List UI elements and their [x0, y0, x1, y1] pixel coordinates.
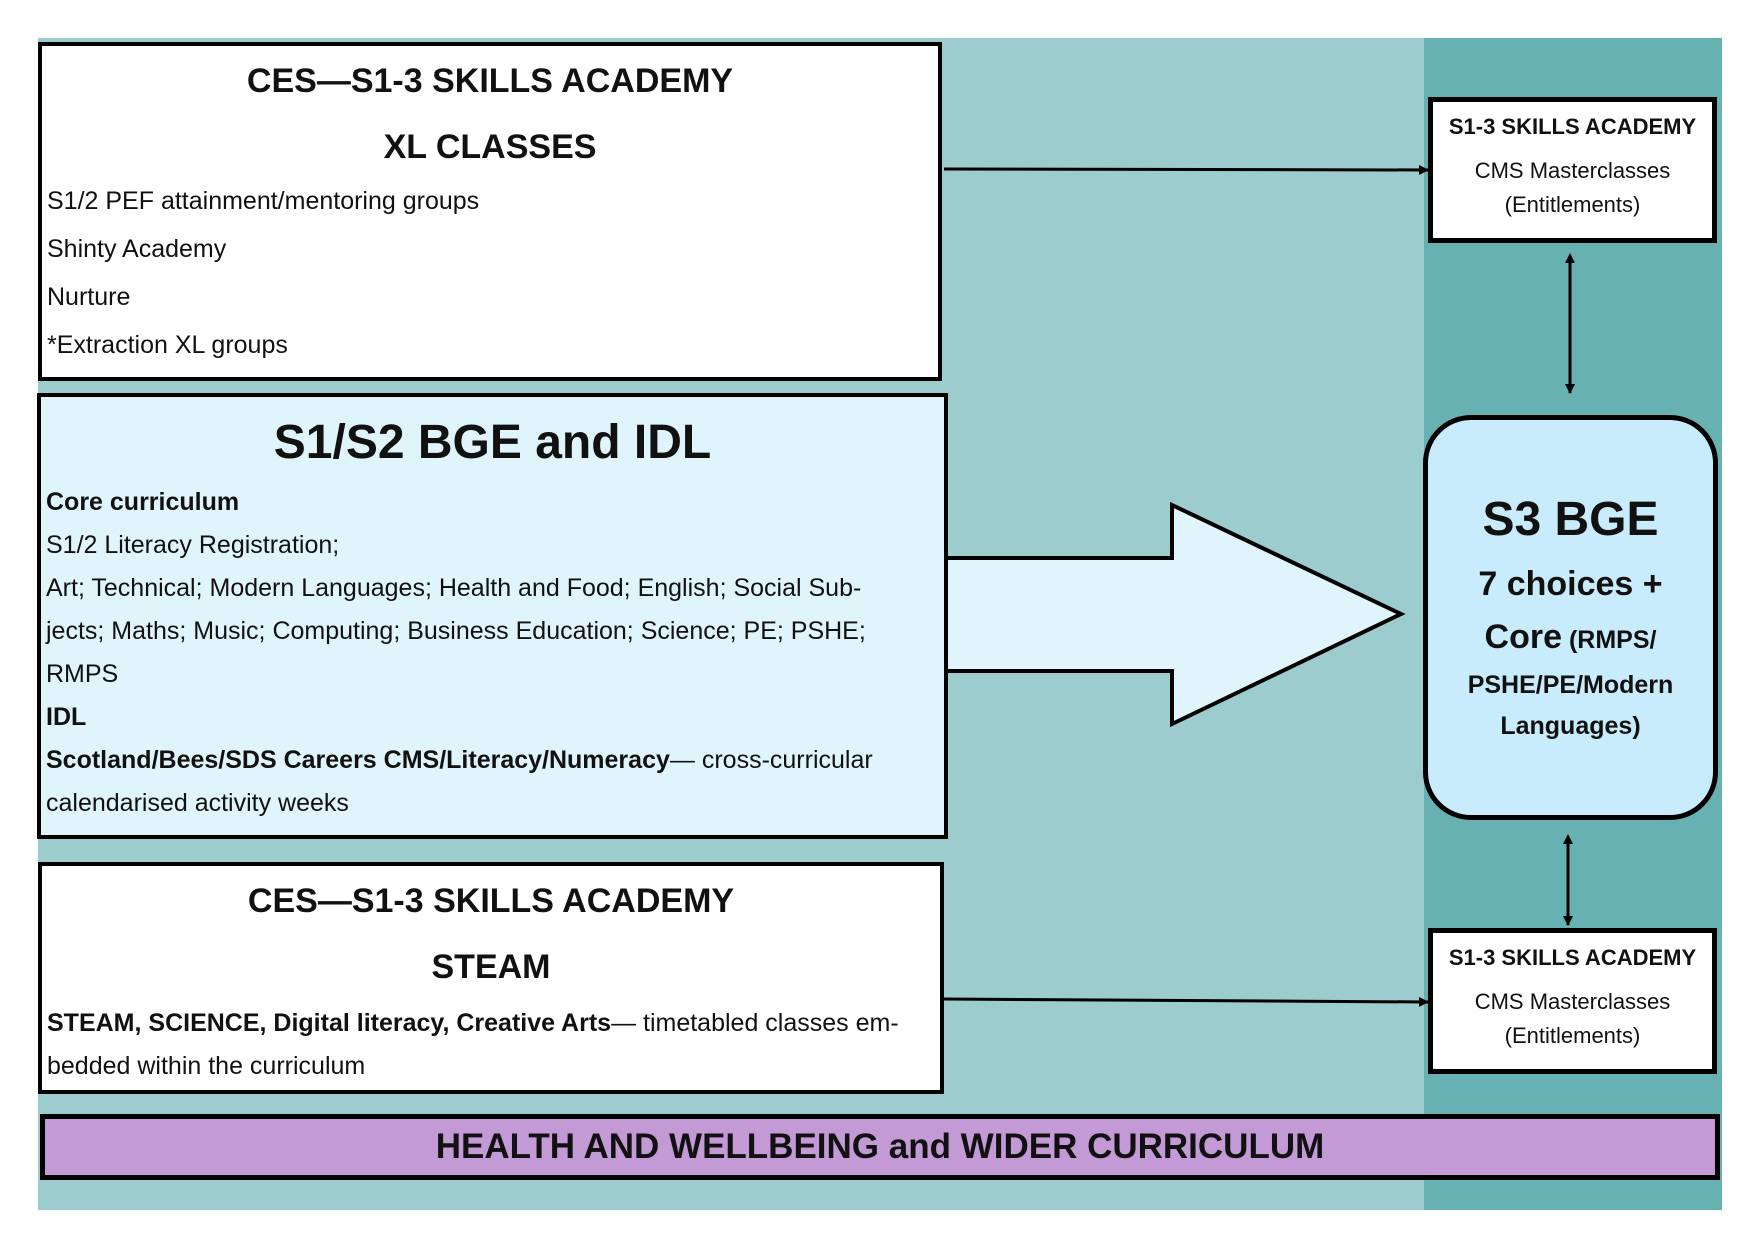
- core-line-subjects-1: Art; Technical; Modern Languages; Health…: [46, 574, 862, 602]
- steam-box-title: CES—S1-3 SKILLS ACADEMY: [247, 882, 735, 920]
- s3-core-small: (RMPS/: [1562, 626, 1657, 654]
- s3-title: S3 BGE: [1482, 493, 1659, 546]
- steam-box: CES—S1-3 SKILLS ACADEMY STEAM STEAM, SCI…: [38, 862, 944, 1094]
- top-right-title: S1-3 SKILLS ACADEMY: [1448, 114, 1697, 139]
- xl-box-subtitle: XL CLASSES: [383, 128, 597, 166]
- big-right-arrow: [944, 501, 1406, 728]
- idl-heading: IDL: [46, 703, 87, 731]
- s3-core-big: Core: [1484, 618, 1562, 656]
- s3-bge-box: S3 BGE 7 choices + Core (RMPS/ PSHE/PE/M…: [1423, 415, 1718, 820]
- core-line-subjects-2: jects; Maths; Music; Computing; Business…: [46, 617, 866, 645]
- core-curriculum-heading: Core curriculum: [46, 488, 240, 516]
- bottom-right-line-1: CMS Masterclasses: [1474, 989, 1671, 1014]
- s3-line-choices: 7 choices +: [1478, 565, 1663, 603]
- xl-classes-box: CES—S1-3 SKILLS ACADEMY XL CLASSES S1/2 …: [38, 42, 942, 381]
- bge-idl-box: S1/S2 BGE and IDL Core curriculum S1/2 L…: [37, 393, 948, 839]
- bottom-right-skills-box: S1-3 SKILLS ACADEMY CMS Masterclasses (E…: [1428, 928, 1717, 1074]
- connector-xl-to-top-right: [943, 164, 1429, 175]
- idl-bold-text: Scotland/Bees/SDS Careers CMS/Literacy/N…: [46, 746, 670, 774]
- steam-line-2: bedded within the curriculum: [47, 1052, 366, 1080]
- core-line-rmps: RMPS: [46, 660, 119, 688]
- xl-box-title: CES—S1-3 SKILLS ACADEMY: [246, 62, 734, 100]
- s3-line-core: Core (RMPS/: [1428, 618, 1713, 657]
- steam-rest-text: — timetabled classes em-: [611, 1009, 899, 1037]
- xl-item-nurture: Nurture: [47, 283, 131, 311]
- connector-steam-to-bottom-right: [943, 996, 1429, 1007]
- s3-line-pshe: PSHE/PE/Modern: [1467, 671, 1674, 699]
- idl-rest-text: — cross-curricular: [669, 746, 873, 774]
- steam-bold-text: STEAM, SCIENCE, Digital literacy, Creati…: [47, 1009, 612, 1037]
- idl-line-2: calendarised activity weeks: [46, 789, 349, 817]
- steam-box-subtitle: STEAM: [431, 948, 551, 986]
- top-right-skills-box: S1-3 SKILLS ACADEMY CMS Masterclasses (E…: [1428, 97, 1717, 243]
- top-right-line-2: (Entitlements): [1504, 192, 1641, 217]
- bottom-right-line-2: (Entitlements): [1504, 1023, 1641, 1048]
- health-wellbeing-banner: HEALTH AND WELLBEING and WIDER CURRICULU…: [40, 1114, 1720, 1180]
- s3-line-languages: Languages): [1500, 712, 1641, 740]
- xl-item-shinty: Shinty Academy: [47, 235, 227, 263]
- bge-box-title: S1/S2 BGE and IDL: [273, 416, 712, 469]
- steam-line-1: STEAM, SCIENCE, Digital literacy, Creati…: [47, 1011, 940, 1036]
- xl-item-extraction: *Extraction XL groups: [47, 331, 288, 359]
- bottom-right-title: S1-3 SKILLS ACADEMY: [1448, 945, 1697, 970]
- top-right-line-1: CMS Masterclasses: [1474, 158, 1671, 183]
- idl-line-1: Scotland/Bees/SDS Careers CMS/Literacy/N…: [46, 748, 944, 773]
- xl-item-pef: S1/2 PEF attainment/mentoring groups: [47, 187, 480, 215]
- core-line-literacy: S1/2 Literacy Registration;: [46, 531, 340, 559]
